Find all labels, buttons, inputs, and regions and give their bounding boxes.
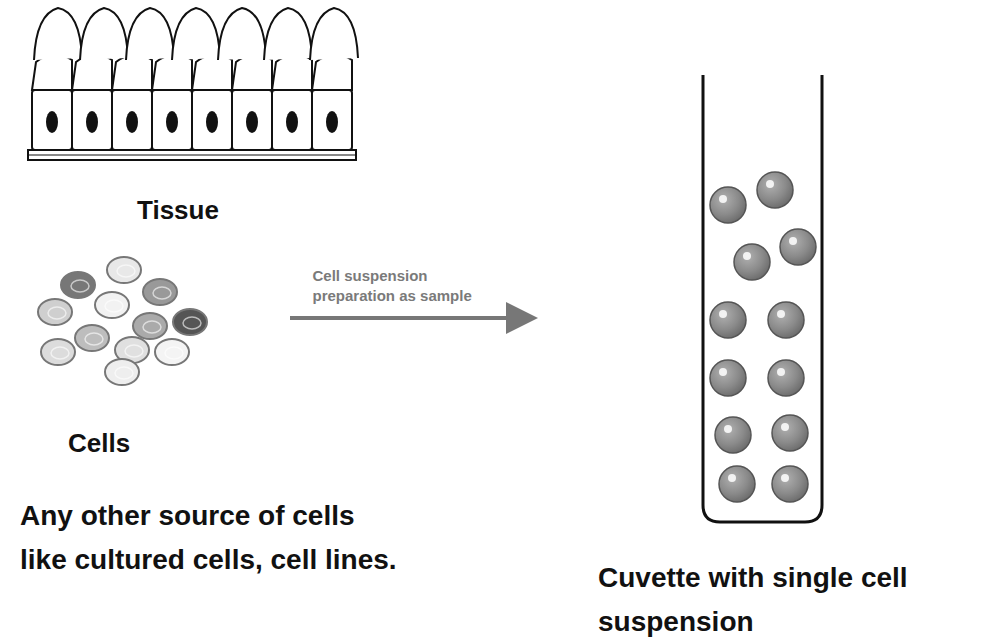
cell (143, 279, 177, 305)
columnar-cell (32, 90, 72, 150)
columnar-cell (192, 90, 232, 150)
highlight (743, 252, 751, 260)
cell-inner (51, 347, 69, 359)
columnar-cell (152, 90, 192, 150)
nucleus (86, 111, 98, 133)
cell-inner (183, 317, 201, 329)
note-text: Any other source of cells like cultured … (20, 494, 400, 582)
columnar-cell (312, 90, 352, 150)
squamous-cell (72, 54, 112, 90)
suspended-cell (772, 466, 808, 502)
suspended-cell (757, 172, 793, 208)
cell-inner (165, 347, 183, 359)
caption-text: Tissue (137, 195, 219, 225)
suspended-cell (734, 244, 770, 280)
nucleus (326, 111, 338, 133)
highlight (728, 474, 736, 482)
highlight (789, 237, 797, 245)
cell (173, 309, 207, 335)
cell-inner (117, 265, 135, 277)
picture-group: Cuvette with single cell suspension (530, 70, 991, 640)
nucleus (246, 111, 258, 133)
surface-cell (126, 8, 174, 60)
picture-group: Cells (20, 250, 290, 465)
nucleus (286, 111, 298, 133)
process-arrow (290, 316, 530, 320)
cell-inner (143, 321, 161, 333)
squamous-cell (192, 54, 232, 90)
suspended-cell (768, 360, 804, 396)
highlight (781, 423, 789, 431)
cell-inner (48, 307, 66, 319)
caption-text: Cuvette with single cell suspension (598, 556, 988, 640)
caption-text: Cells (68, 428, 130, 458)
squamous-cell (312, 54, 352, 90)
suspended-cell (710, 360, 746, 396)
columnar-cell (272, 90, 312, 150)
surface-cell (264, 8, 312, 60)
surface-cell (80, 8, 128, 60)
cell (95, 292, 129, 318)
squamous-cell (272, 54, 312, 90)
cell-inner (71, 280, 89, 292)
cell (105, 359, 139, 385)
cell (61, 272, 95, 298)
cell-inner (105, 300, 123, 312)
suspended-cell (768, 302, 804, 338)
cell (133, 313, 167, 339)
columnar-cell (232, 90, 272, 150)
highlight (781, 474, 789, 482)
cell-inner (125, 345, 143, 357)
cell (38, 299, 72, 325)
cell-inner (115, 367, 133, 379)
cuvette-drawing (703, 75, 822, 522)
suspended-cell (715, 417, 751, 453)
suspended-cell (780, 229, 816, 265)
cell (41, 339, 75, 365)
surface-cell (218, 8, 266, 60)
surface-cell (310, 8, 358, 60)
columnar-cell (112, 90, 152, 150)
cell-inner (85, 333, 103, 345)
nucleus (46, 111, 58, 133)
highlight (719, 310, 727, 318)
highlight (719, 195, 727, 203)
highlight (724, 425, 732, 433)
columnar-cell (72, 90, 112, 150)
cell (155, 339, 189, 365)
surface-cell (34, 8, 82, 60)
suspended-cell (719, 466, 755, 502)
cell (75, 325, 109, 351)
picture-group: Tissue (25, 0, 390, 235)
suspended-cell (710, 187, 746, 223)
tissue-drawing (28, 8, 358, 160)
cell (107, 257, 141, 283)
nucleus (206, 111, 218, 133)
surface-cell (172, 8, 220, 60)
highlight (777, 310, 785, 318)
cell-inner (153, 287, 171, 299)
squamous-cell (112, 54, 152, 90)
nucleus (126, 111, 138, 133)
suspended-cell (772, 415, 808, 451)
highlight (777, 368, 785, 376)
cells-drawing (38, 257, 207, 385)
highlight (719, 368, 727, 376)
nucleus (166, 111, 178, 133)
highlight (766, 180, 774, 188)
suspended-cell (710, 302, 746, 338)
arrow-label: Cell suspension preparation as sample (313, 266, 488, 306)
